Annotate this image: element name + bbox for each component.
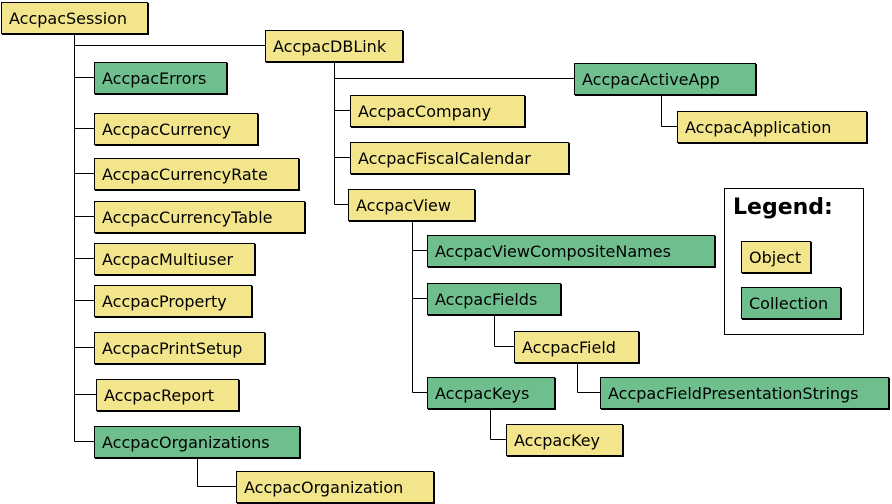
node-accpac-session: AccpacSession (1, 2, 148, 34)
node-accpac-dblink: AccpacDBLink (265, 30, 403, 62)
node-accpac-active-app: AccpacActiveApp (574, 63, 756, 95)
node-accpac-property: AccpacProperty (94, 285, 252, 317)
legend-title: Legend: (733, 195, 833, 220)
node-accpac-organizations: AccpacOrganizations (94, 426, 300, 458)
legend-object-swatch: Object (741, 241, 811, 273)
node-accpac-errors: AccpacErrors (94, 62, 227, 94)
legend: Legend: Object Collection (724, 188, 864, 335)
node-accpac-fields: AccpacFields (427, 283, 561, 315)
node-accpac-organization: AccpacOrganization (236, 471, 434, 503)
node-accpac-multiuser: AccpacMultiuser (94, 243, 255, 275)
node-accpac-view-composite-names: AccpacViewCompositeNames (427, 235, 715, 267)
node-accpac-report: AccpacReport (96, 379, 239, 411)
node-accpac-currency: AccpacCurrency (94, 113, 258, 145)
node-accpac-field-presentation-strings: AccpacFieldPresentationStrings (600, 377, 889, 409)
node-accpac-key: AccpacKey (506, 424, 623, 456)
node-accpac-print-setup: AccpacPrintSetup (94, 332, 265, 364)
node-accpac-company: AccpacCompany (350, 95, 525, 127)
legend-collection-swatch: Collection (741, 287, 841, 319)
node-accpac-field: AccpacField (514, 331, 639, 363)
node-accpac-application: AccpacApplication (677, 111, 867, 143)
node-accpac-view: AccpacView (348, 189, 475, 221)
node-accpac-currency-rate: AccpacCurrencyRate (94, 158, 299, 190)
node-accpac-keys: AccpacKeys (427, 377, 555, 409)
node-accpac-currency-table: AccpacCurrencyTable (94, 201, 305, 233)
node-accpac-fiscal-calendar: AccpacFiscalCalendar (350, 142, 569, 174)
